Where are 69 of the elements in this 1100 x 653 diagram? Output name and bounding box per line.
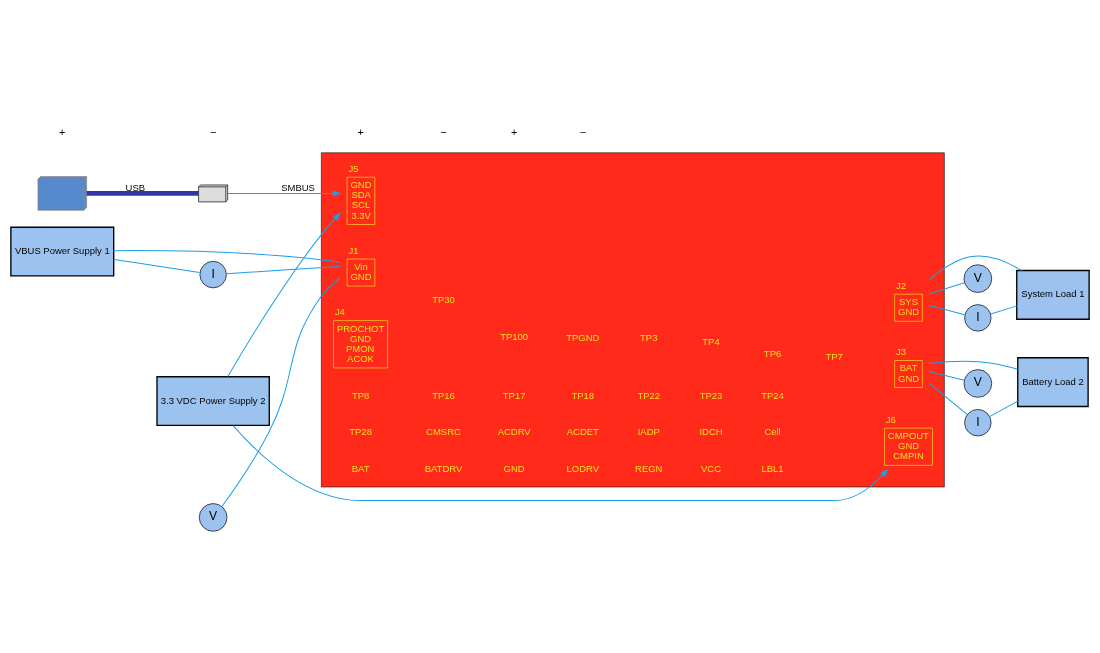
label: GND xyxy=(503,462,525,474)
arrow xyxy=(232,425,889,501)
connector xyxy=(86,191,199,196)
label: TP3 xyxy=(640,332,658,344)
node-circle: V xyxy=(963,264,993,293)
arrow xyxy=(227,190,342,197)
label: ACDET xyxy=(566,426,599,438)
node-circle: I xyxy=(964,304,992,332)
label: VCC xyxy=(700,462,721,474)
edge-label: USB xyxy=(125,181,146,193)
node-box: Battery Load 2 xyxy=(1017,357,1089,408)
connector xyxy=(928,304,966,316)
label: TP7 xyxy=(825,351,843,363)
label: BATDRV xyxy=(424,462,463,474)
label: TP8 xyxy=(351,389,370,401)
node-label: J3 xyxy=(895,346,907,358)
node-circle: I xyxy=(964,409,992,437)
arrow xyxy=(227,212,341,377)
connector xyxy=(928,255,1023,281)
label: − xyxy=(579,126,586,139)
connector xyxy=(928,371,965,381)
node-label: J2 xyxy=(895,279,907,291)
node-label: J4 xyxy=(334,306,345,318)
node-label: J1 xyxy=(348,244,359,256)
label: TP4 xyxy=(702,335,720,347)
label: TPGND xyxy=(566,332,600,344)
label: + xyxy=(357,126,364,139)
connector xyxy=(113,250,341,263)
label: + xyxy=(510,126,518,139)
connector xyxy=(226,265,341,275)
label: CMSRC xyxy=(426,426,461,438)
label: TP24 xyxy=(761,389,784,401)
label: TP22 xyxy=(637,389,661,401)
node-label: J5 xyxy=(348,162,359,174)
label: TP17 xyxy=(502,389,526,401)
label: Cell xyxy=(764,426,781,438)
label: IDCH xyxy=(699,426,723,438)
label: LBL1 xyxy=(761,462,784,474)
node-box: 3.3 VDC Power Supply 2 xyxy=(156,376,270,427)
label: LODRV xyxy=(566,462,600,474)
connector xyxy=(113,258,201,274)
node-box: VBUS Power Supply 1 xyxy=(10,226,115,277)
label: REGN xyxy=(635,462,663,474)
label: IADP xyxy=(637,426,660,438)
cluster xyxy=(321,152,945,488)
node-circle: V xyxy=(963,369,993,398)
label: TP23 xyxy=(699,389,723,401)
label: ACDRV xyxy=(497,426,531,438)
connector xyxy=(928,382,968,415)
label: TP6 xyxy=(763,347,782,359)
connector xyxy=(989,400,1019,417)
label: TP30 xyxy=(432,294,455,306)
connector xyxy=(990,305,1017,315)
node-label: J6 xyxy=(885,413,896,425)
label: − xyxy=(209,126,217,139)
connector xyxy=(928,360,1018,370)
label: − xyxy=(440,126,447,139)
connector xyxy=(221,277,341,507)
label: TP18 xyxy=(571,389,595,401)
label: BAT xyxy=(351,462,370,474)
node-box: System Load 1 xyxy=(1016,269,1090,320)
edge-label: SMBUS xyxy=(281,181,315,193)
label: TP16 xyxy=(432,389,455,401)
node-circle: I xyxy=(199,261,227,289)
node-circle: V xyxy=(198,503,228,532)
label: + xyxy=(59,126,66,139)
label: TP100 xyxy=(500,330,529,342)
label: TP28 xyxy=(349,426,372,438)
connector xyxy=(928,282,965,295)
